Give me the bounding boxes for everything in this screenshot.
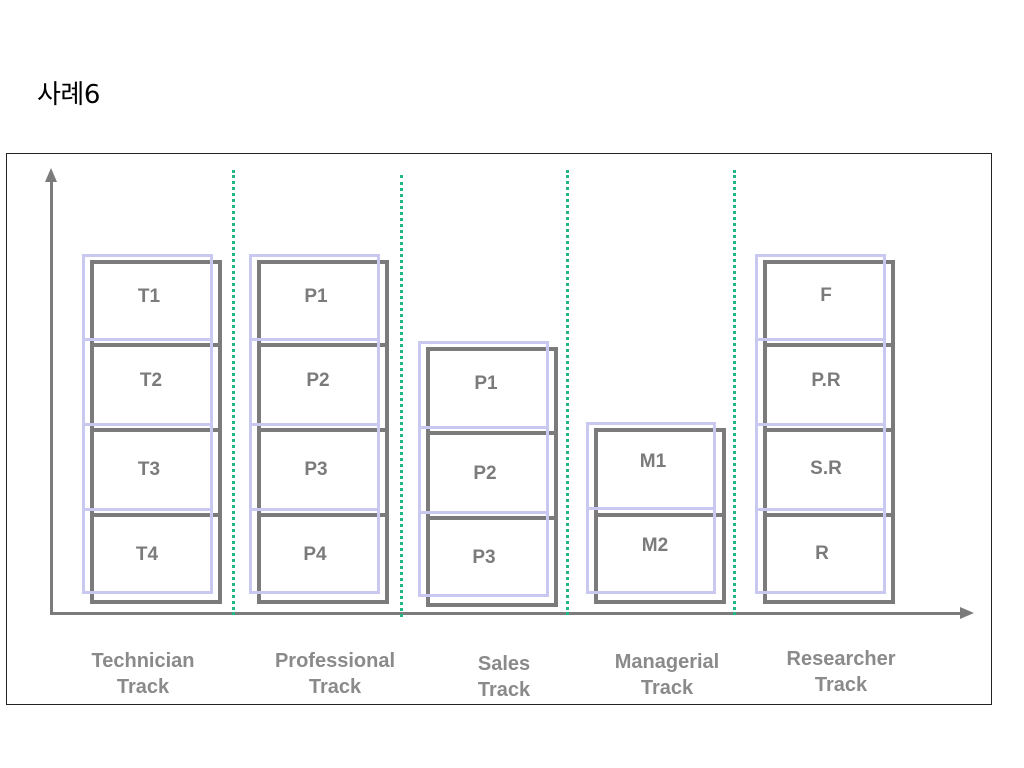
level-divider — [90, 343, 222, 347]
stack-outline — [426, 347, 558, 607]
professional-track-stack: P1 P2 P3 P4 — [249, 254, 391, 604]
level-shadow-divider — [249, 338, 380, 341]
track-divider — [733, 170, 736, 615]
track-label-line: Track — [640, 677, 694, 699]
track-label-professional: Professional Track — [255, 648, 415, 700]
track-label-line: Track — [477, 679, 531, 701]
stack-shadow-outline — [418, 341, 549, 597]
level-divider — [90, 428, 222, 432]
level-shadow-divider — [82, 423, 213, 426]
level-shadow-divider — [249, 423, 380, 426]
level-shadow-divider — [418, 511, 549, 514]
track-label-sales: Sales Track — [424, 651, 584, 703]
level-divider — [763, 343, 895, 347]
y-axis-arrow-icon — [45, 168, 57, 182]
level-label: P3 — [472, 547, 496, 568]
level-divider — [257, 513, 389, 517]
sales-track-stack: P1 P2 P3 — [418, 341, 560, 607]
track-label-line: Technician — [91, 650, 195, 672]
track-label-line: Professional — [274, 650, 396, 672]
level-shadow-divider — [82, 508, 213, 511]
track-label-researcher: Researcher Track — [761, 646, 921, 698]
managerial-track-stack: M1 M2 — [586, 422, 726, 604]
stack-outline — [90, 260, 222, 604]
level-divider — [90, 513, 222, 517]
level-shadow-divider — [586, 507, 716, 510]
level-divider — [257, 343, 389, 347]
level-divider — [763, 428, 895, 432]
level-shadow-divider — [755, 508, 886, 511]
level-label: M2 — [641, 535, 669, 556]
x-axis — [50, 612, 964, 615]
level-label: F — [820, 285, 832, 306]
level-shadow-divider — [418, 426, 549, 429]
level-label: P2 — [473, 463, 497, 484]
level-shadow-divider — [755, 423, 886, 426]
level-shadow-divider — [755, 338, 886, 341]
level-label: S.R — [810, 458, 842, 479]
level-label: P.R — [811, 370, 841, 391]
level-label: P1 — [304, 286, 328, 307]
track-label-technician: Technician Track — [63, 648, 223, 700]
track-label-managerial: Managerial Track — [587, 649, 747, 701]
track-divider — [400, 175, 403, 617]
level-label: P3 — [304, 459, 328, 480]
level-divider — [426, 516, 558, 520]
level-label: P1 — [474, 373, 498, 394]
level-label: T1 — [137, 286, 161, 307]
technician-track-stack: T1 T2 T3 T4 — [82, 254, 224, 604]
level-label: T2 — [139, 370, 163, 391]
researcher-track-stack: F P.R S.R R — [755, 254, 897, 604]
level-label: P2 — [306, 370, 330, 391]
track-label-line: Managerial — [614, 651, 720, 673]
track-divider — [566, 170, 569, 615]
level-label: P4 — [303, 544, 327, 565]
track-label-line: Sales — [477, 653, 531, 675]
level-shadow-divider — [82, 338, 213, 341]
level-divider — [257, 428, 389, 432]
level-label: R — [815, 543, 829, 564]
page-title: 사례6 — [37, 80, 100, 110]
y-axis — [50, 180, 53, 615]
stack-outline — [763, 260, 895, 604]
track-divider — [232, 170, 235, 615]
track-label-line: Track — [814, 674, 868, 696]
level-label: M1 — [639, 451, 667, 472]
level-shadow-divider — [249, 508, 380, 511]
level-divider — [763, 513, 895, 517]
stack-outline — [257, 260, 389, 604]
track-label-line: Track — [116, 676, 170, 698]
track-label-line: Researcher — [786, 648, 896, 670]
track-label-line: Track — [308, 676, 362, 698]
level-divider — [426, 431, 558, 435]
x-axis-arrow-icon — [960, 607, 974, 619]
level-divider — [594, 513, 726, 517]
level-label: T3 — [137, 459, 161, 480]
level-label: T4 — [135, 544, 159, 565]
